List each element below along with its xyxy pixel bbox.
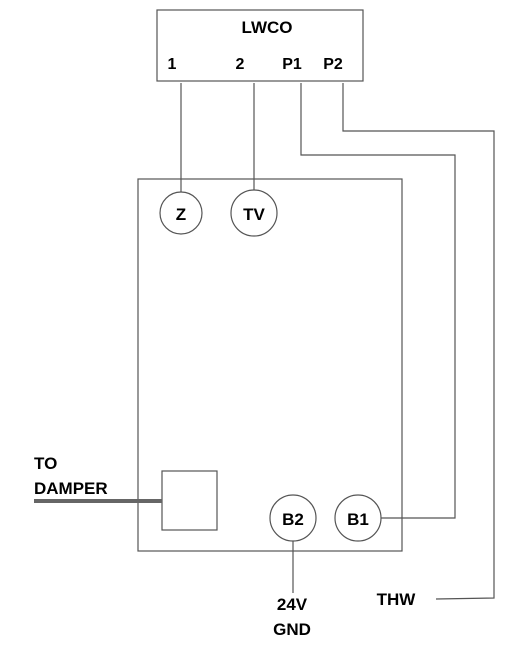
terminal-z-circle — [159, 191, 203, 235]
wire-p1-to-b1 — [300, 83, 456, 519]
terminal-tv-label: TV — [243, 205, 265, 224]
terminal-z-label: Z — [176, 205, 186, 224]
terminal-b2-circle — [269, 494, 317, 542]
terminal-tv-circle — [230, 189, 278, 237]
lwco-terminal-p1: P1 — [282, 56, 302, 73]
terminal-tv: TV — [230, 189, 278, 237]
terminal-b2-label: B2 — [282, 510, 304, 529]
lwco-terminal-p2: P2 — [323, 56, 343, 73]
terminal-b2: B2 — [269, 494, 317, 542]
terminal-b1-circle — [334, 494, 382, 542]
terminal-b1: B1 — [334, 494, 382, 542]
lwco-title: LWCO — [242, 18, 293, 37]
wire-p2-to-thw — [342, 83, 495, 600]
damper-connector — [161, 470, 218, 531]
terminal-z: Z — [159, 191, 203, 235]
power-label-line2: GND — [273, 620, 311, 639]
lwco-terminal-2: 2 — [236, 56, 245, 73]
terminal-b1-label: B1 — [347, 510, 369, 529]
damper-label-line1: TO — [34, 454, 57, 473]
power-label-line1: 24V — [277, 595, 308, 614]
damper-label-line2: DAMPER — [34, 479, 108, 498]
lwco-terminal-1: 1 — [168, 56, 177, 73]
thw-label: THW — [377, 590, 417, 609]
lwco-box — [156, 9, 364, 82]
